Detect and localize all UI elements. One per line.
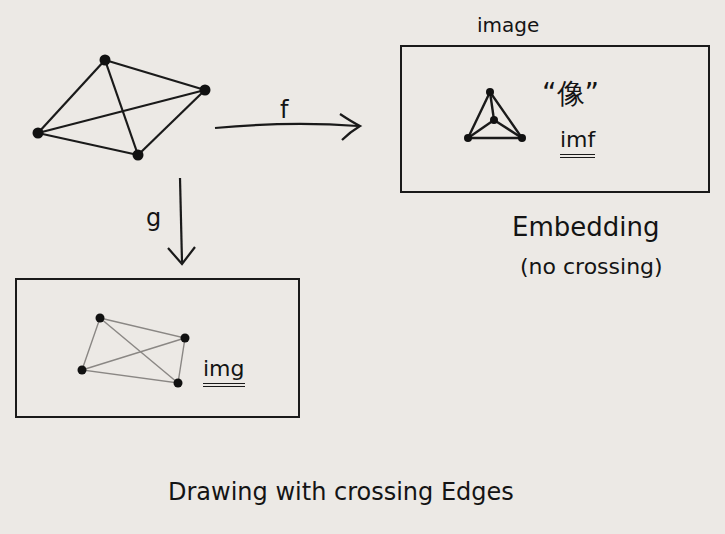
graph-vertices	[78, 314, 190, 388]
image-heading: image	[477, 13, 539, 37]
graph-vertices	[33, 55, 211, 161]
planar-k4	[468, 92, 522, 138]
graph-vertices	[464, 88, 526, 142]
caption-text: Drawing with crossing Edges	[168, 478, 514, 507]
image-notation: imf	[560, 127, 595, 158]
image-notation: img	[203, 356, 245, 387]
map-label: g	[146, 204, 161, 233]
image-frame: image“像”imf	[400, 45, 710, 193]
map-arrow	[168, 178, 195, 264]
k4-graph	[38, 60, 205, 155]
map-label: f	[280, 96, 288, 125]
drawing-frame: img	[15, 278, 300, 418]
chinese-char: “像”	[542, 77, 599, 111]
crossing-k4	[82, 318, 185, 383]
caption-text: Embedding	[512, 212, 659, 243]
caption-text: (no crossing)	[520, 254, 663, 280]
